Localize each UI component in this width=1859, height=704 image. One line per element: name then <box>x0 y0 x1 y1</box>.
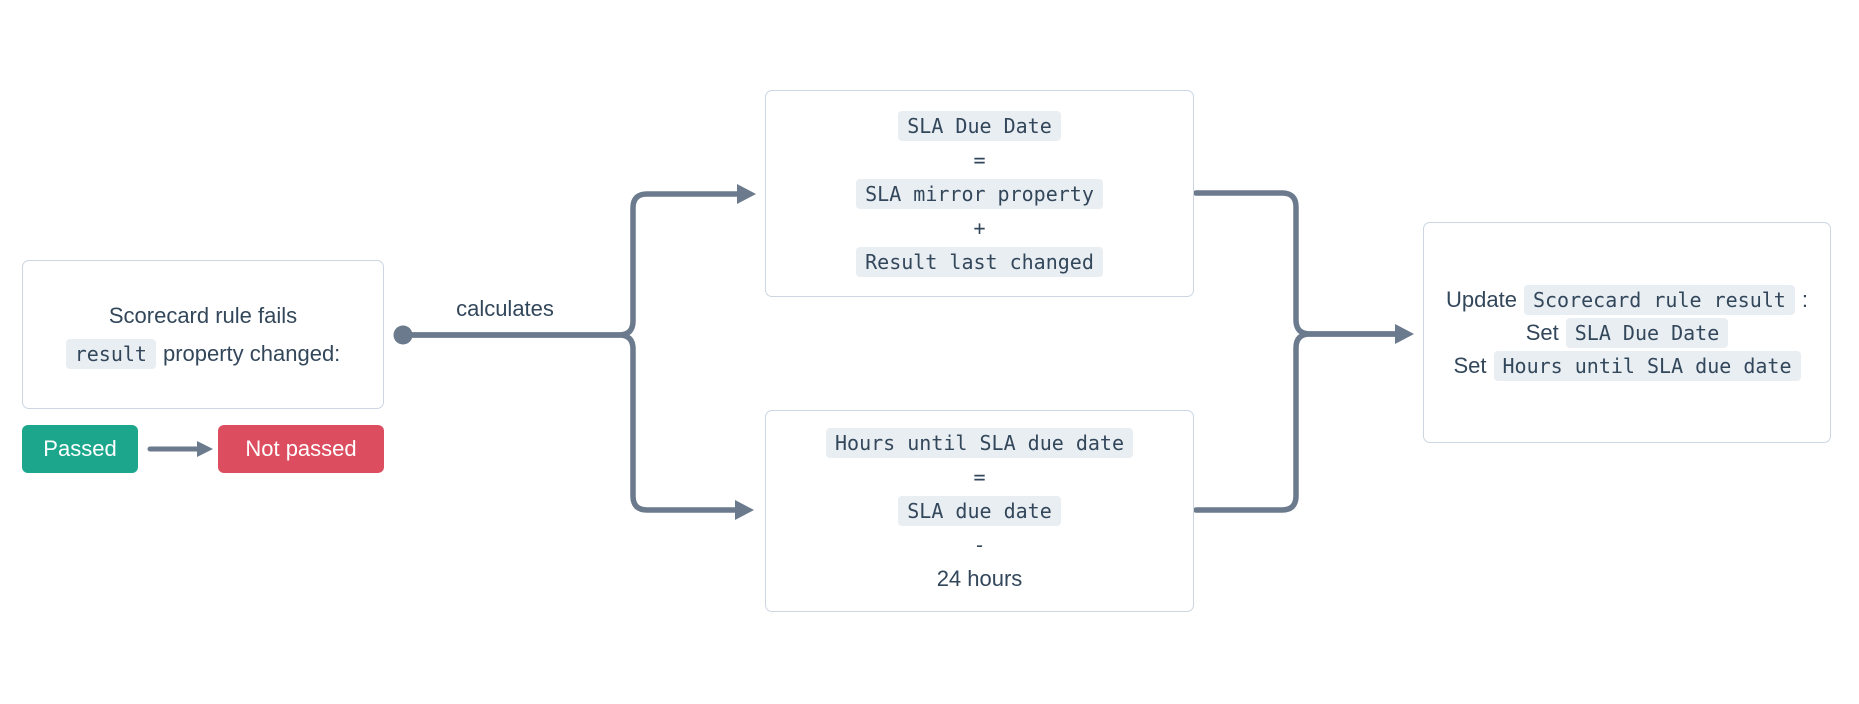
update-line-2: Set SLA Due Date <box>1526 316 1729 349</box>
result-last-changed-chip: Result last changed <box>856 246 1103 277</box>
edge-from-bottom-calc <box>1193 331 1398 513</box>
hours-until-sla-calc-node: Hours until SLA due date = SLA due date … <box>765 410 1194 612</box>
edge-from-top-calc <box>1193 190 1398 337</box>
sla-due-date-calc-node: SLA Due Date = SLA mirror property + Res… <box>765 90 1194 297</box>
edge-to-bottom-calc <box>400 332 738 513</box>
hours-until-sla-chip: Hours until SLA due date <box>826 428 1133 458</box>
update-line-1: Update Scorecard rule result : <box>1446 283 1808 316</box>
sla-due-date-chip: SLA Due Date <box>898 110 1061 141</box>
passed-badge: Passed <box>22 425 138 473</box>
twenty-four-hours-text: 24 hours <box>936 566 1023 591</box>
trigger-text: Scorecard rule fails <box>108 302 298 328</box>
trigger-line-2: result property changed: <box>65 335 341 373</box>
trigger-node: Scorecard rule fails result property cha… <box>22 260 384 409</box>
minus-operator: - <box>973 533 986 557</box>
sla-due-date-chip: SLA due date <box>898 496 1061 526</box>
arrowhead-update <box>1395 324 1414 344</box>
hours-until-sla-chip: Hours until SLA due date <box>1493 350 1801 381</box>
result-property-chip: result <box>65 338 156 369</box>
set-label: Set <box>1453 352 1487 378</box>
scorecard-rule-result-chip: Scorecard rule result <box>1523 284 1795 315</box>
equals-operator: = <box>973 147 986 172</box>
arrowhead-top-calc <box>737 184 756 204</box>
sla-due-date-chip: SLA Due Date <box>1565 317 1729 348</box>
update-line-3: Set Hours until SLA due date <box>1453 349 1801 382</box>
trigger-text-rest: property changed: <box>162 340 341 366</box>
arrowhead-bottom-calc <box>735 500 754 520</box>
update-scorecard-node: Update Scorecard rule result : Set SLA D… <box>1423 222 1831 443</box>
equals-operator: = <box>973 465 986 489</box>
not-passed-badge: Not passed <box>218 425 384 473</box>
badge-arrowhead <box>197 441 213 457</box>
sla-mirror-property-chip: SLA mirror property <box>856 178 1103 209</box>
trigger-line-1: Scorecard rule fails <box>109 297 297 335</box>
edge-label-calculates: calculates <box>456 296 554 321</box>
update-suffix: : <box>1801 286 1808 312</box>
set-label: Set <box>1525 319 1559 345</box>
plus-operator: + <box>973 215 986 240</box>
update-prefix: Update <box>1446 286 1517 312</box>
